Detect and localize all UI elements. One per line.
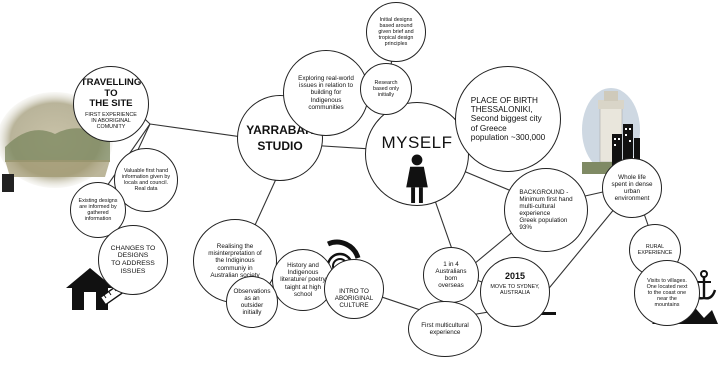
travelling-node: TRAVELLING TO THE SITE FIRST EXPERIENCE … — [73, 66, 149, 142]
person-icon — [406, 154, 428, 204]
realising-label: Realising the misinterpretation of the I… — [208, 243, 262, 279]
history-label: History and Indigenous literature/ poetr… — [280, 262, 326, 298]
dense-urban-label: Whole life spent in dense urban environm… — [611, 173, 653, 203]
research-label: Research based only initially — [372, 79, 400, 99]
place-of-birth-label: PLACE OF BIRTH THESSALONIKI, Second bigg… — [470, 96, 546, 142]
rural-label: RURAL EXPERIENCE — [637, 243, 673, 256]
intro-aboriginal-label: INTRO TO ABORIGINAL CULTURE — [334, 287, 374, 309]
first-multicultural-label: First multicultural experience — [421, 321, 469, 336]
changes-label: CHANGES TO DESIGNS TO ADDRESS ISSUES — [110, 244, 156, 275]
myself-node: MYSELF — [365, 102, 469, 206]
exploring-node: Exploring real-world issues in relation … — [283, 50, 369, 136]
skyscraper-icon — [612, 124, 640, 166]
background-label: BACKGROUND - Minimum first hand multi-cu… — [519, 188, 573, 232]
changes-node: CHANGES TO DESIGNS TO ADDRESS ISSUES — [98, 225, 168, 295]
initial-designs-node: Initial designs based around given brief… — [366, 2, 426, 62]
travelling-title: TRAVELLING TO THE SITE — [80, 76, 142, 110]
initial-designs-label: Initial designs based around given brief… — [378, 16, 414, 48]
first-multicultural-node: First multicultural experience — [408, 301, 482, 357]
dense-urban-node: Whole life spent in dense urban environm… — [602, 158, 662, 218]
existing-label: Existing designs are informed by gathere… — [78, 197, 118, 223]
research-node: Research based only initially — [360, 63, 412, 115]
intro-aboriginal-node: INTRO TO ABORIGINAL CULTURE — [324, 259, 384, 319]
valuable-label: Valuable first hand information given by… — [121, 167, 171, 193]
travelling-subtitle: FIRST EXPERIENCE IN ABORIGINAL COMUNITY — [85, 112, 137, 131]
landscape-photo — [0, 92, 113, 192]
background-node: BACKGROUND - Minimum first hand multi-cu… — [504, 168, 588, 252]
observations-node: Observations as an outsider initially — [226, 276, 278, 328]
one-in-four-node: 1 in 4 Australians born overseas — [423, 247, 479, 303]
year-label: 2015 — [504, 271, 526, 281]
visits-label: Visits to villages. One located next to … — [646, 277, 688, 309]
yarrabah-studio-label: YARRABAH STUDIO — [246, 122, 314, 153]
move-label: MOVE TO SYDNEY, AUSTRALIA — [490, 284, 540, 297]
observations-label: Observations as an outsider initially — [233, 287, 271, 317]
place-of-birth-node: PLACE OF BIRTH THESSALONIKI, Second bigg… — [455, 66, 561, 172]
history-node: History and Indigenous literature/ poetr… — [272, 249, 334, 311]
existing-node: Existing designs are informed by gathere… — [70, 182, 126, 238]
visits-node: Visits to villages. One located next to … — [634, 260, 700, 326]
myself-label: MYSELF — [381, 133, 453, 152]
move-to-sydney-node: 2015 MOVE TO SYDNEY, AUSTRALIA — [480, 257, 550, 327]
exploring-label: Exploring real-world issues in relation … — [298, 75, 354, 111]
one-in-four-label: 1 in 4 Australians born overseas — [435, 260, 467, 290]
